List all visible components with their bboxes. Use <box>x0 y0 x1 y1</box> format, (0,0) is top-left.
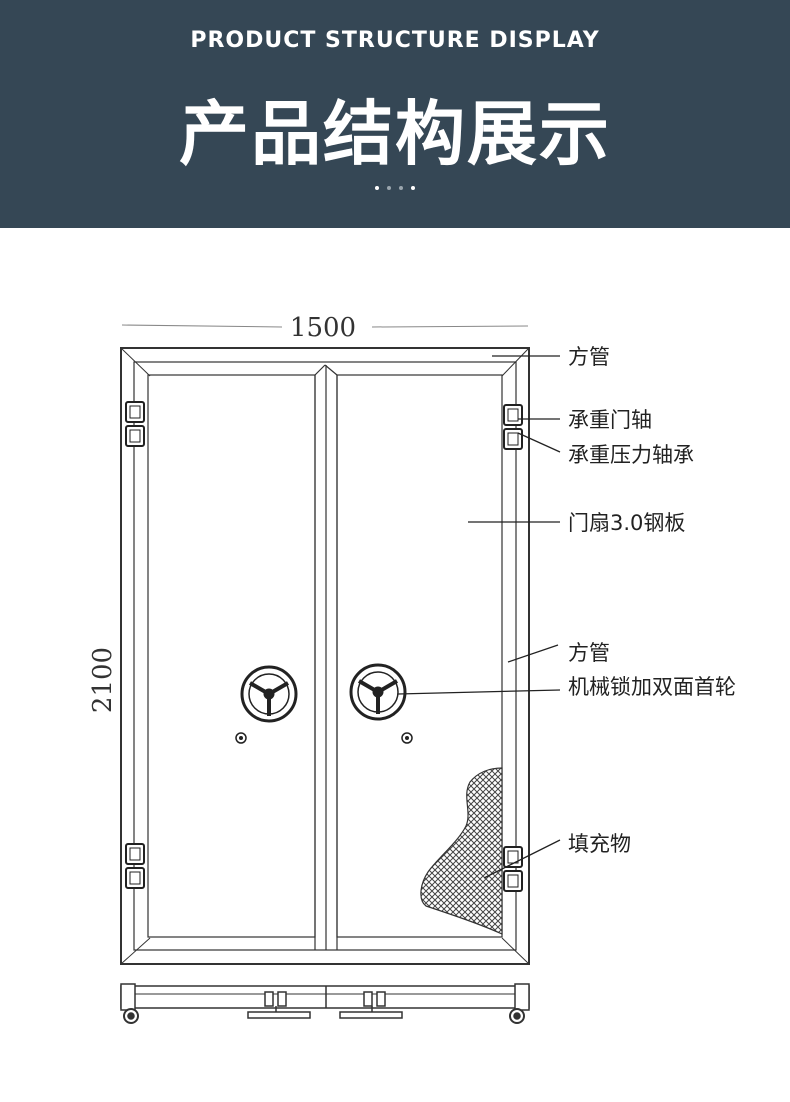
keyhole-left <box>235 732 247 744</box>
height-label: 2100 <box>88 647 118 713</box>
door-structure-diagram: 1500 2100 <box>88 313 736 1024</box>
keyhole-right <box>401 732 413 744</box>
hinge-left-bottom <box>125 843 145 889</box>
dot-3 <box>399 186 403 190</box>
label-door-hinge: 承重门轴 <box>568 408 652 432</box>
door-frame <box>120 347 530 965</box>
lock-wheel-right <box>349 663 407 721</box>
center-mullion <box>314 365 338 950</box>
width-label: 1500 <box>290 313 356 343</box>
hinge-left-top <box>125 401 145 447</box>
hinge-right-top <box>503 404 523 450</box>
label-filler: 填充物 <box>568 832 631 856</box>
leader-lines <box>397 355 561 879</box>
label-square-tube-side: 方管 <box>568 641 610 665</box>
header-title: 产品结构展示 <box>179 93 611 175</box>
dot-1 <box>375 186 379 190</box>
dot-2 <box>387 186 391 190</box>
filler-hatch <box>420 767 503 935</box>
label-lock: 机械锁加双面首轮 <box>568 675 736 699</box>
lock-wheel-left <box>240 665 298 723</box>
bottom-section-view <box>120 983 530 1024</box>
door-leaf-left <box>147 364 326 938</box>
header-dots <box>0 186 790 190</box>
dot-4 <box>411 186 415 190</box>
header-banner: PRODUCT STRUCTURE DISPLAY 产品结构展示 <box>0 0 790 228</box>
label-pressure-bearing: 承重压力轴承 <box>568 443 694 467</box>
label-square-tube-top: 方管 <box>568 345 610 369</box>
width-dimension: 1500 <box>121 313 529 343</box>
hinge-right-bottom <box>503 846 523 892</box>
label-door-leaf: 门扇3.0钢板 <box>568 511 685 535</box>
header-subtitle: PRODUCT STRUCTURE DISPLAY <box>190 28 600 53</box>
